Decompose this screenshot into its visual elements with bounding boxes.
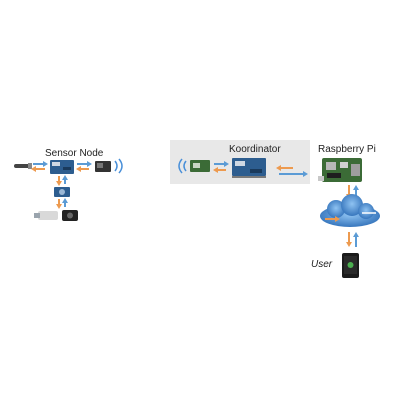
arrow-arduino-to-xbee <box>77 161 92 167</box>
rtc-module-icon <box>54 187 70 197</box>
motion-sensor-icon <box>34 211 58 220</box>
arrow-rtc-to-sensors <box>56 199 62 209</box>
smartphone-icon <box>342 253 359 278</box>
xbee-module-icon <box>190 160 210 172</box>
camera-module-icon <box>62 210 78 221</box>
wireless-signal-icon <box>178 158 187 174</box>
arrow-xbee-to-arduino <box>76 166 89 172</box>
user-label: User <box>311 259 333 270</box>
arrow-arduino-to-probe <box>31 166 45 172</box>
arrow-raspberry-to-arduino <box>279 171 308 177</box>
arrow-user-to-cloud <box>353 232 359 247</box>
raspberry-pi-icon <box>318 158 362 182</box>
sensor-node-label: Sensor Node <box>45 148 104 159</box>
arrow-sensors-to-rtc <box>62 198 68 207</box>
arduino-board-icon <box>232 158 266 178</box>
koordinator-label: Koordinator <box>229 144 281 155</box>
arduino-board-icon <box>50 160 74 174</box>
xbee-module-icon <box>95 161 111 172</box>
temperature-probe-icon <box>14 163 32 169</box>
wireless-signal-icon <box>114 158 123 174</box>
cloud-icon <box>320 194 380 227</box>
arrow-arduino-to-rtc <box>56 176 62 186</box>
arrow-probe-to-arduino <box>33 161 48 167</box>
arrow-cloud-to-user <box>346 232 352 247</box>
arrow-cloud-internal-left <box>325 216 340 222</box>
arrow-arduino-to-raspberry <box>276 165 293 171</box>
raspberry-pi-label: Raspberry Pi <box>318 144 376 155</box>
arrow-rtc-to-arduino <box>62 175 68 184</box>
arrow-arduino-to-xbee <box>213 167 226 173</box>
arrow-xbee-to-arduino <box>214 161 229 167</box>
